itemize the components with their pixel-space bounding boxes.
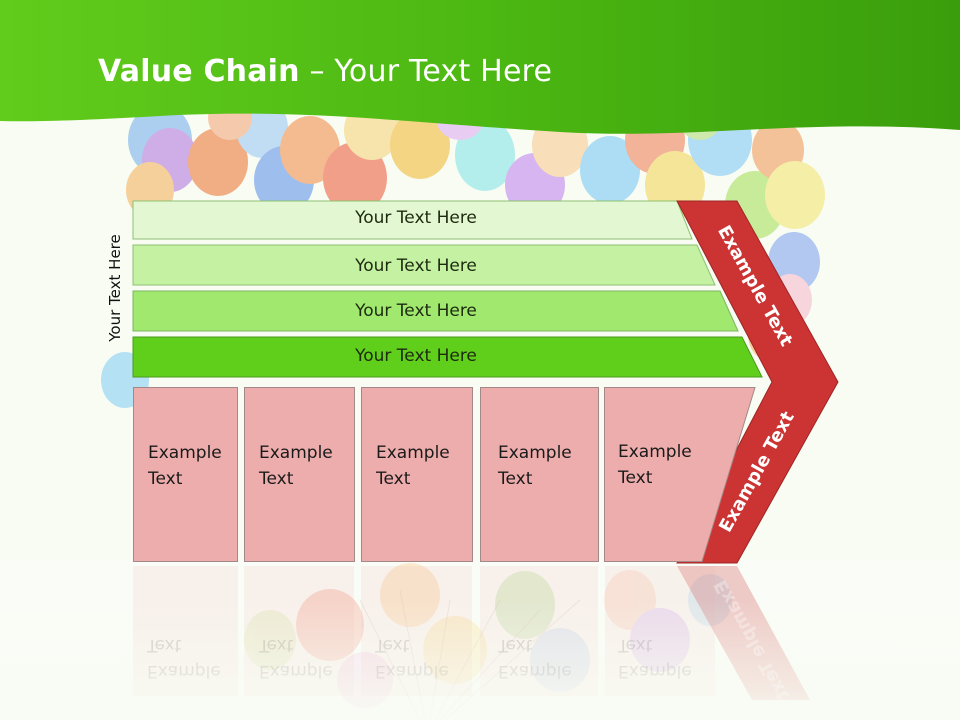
box-4-line1: Example [498,443,572,463]
band-3 [132,290,739,332]
title-rest: – Your Text Here [299,54,553,89]
band-1-label: Your Text Here [355,208,477,228]
band-2 [132,244,716,286]
bottom-fade [0,600,960,720]
box-3-line1: Example [376,443,450,463]
box-1-line1: Example [148,443,222,463]
band-4 [132,336,763,378]
box-2-line2: Text [259,469,294,489]
box-5-line2: Text [618,468,653,488]
chevron-arrow [676,200,839,564]
box-3-line2: Text [376,469,411,489]
box-4-line2: Text [498,469,533,489]
box-5-line1: Example [618,442,692,462]
band-2-label: Your Text Here [355,256,477,276]
band-4-label: Your Text Here [355,346,477,366]
box-2-line1: Example [259,443,333,463]
activity-box-5-shape [604,387,756,562]
vertical-label: Your Text Here [106,234,124,342]
title-bold: Value Chain [98,54,300,89]
page-title: Value Chain – Your Text Here [98,54,552,89]
header-banner [0,0,960,134]
band-3-label: Your Text Here [355,301,477,321]
band-1 [132,200,693,240]
box-1-line2: Text [148,469,183,489]
